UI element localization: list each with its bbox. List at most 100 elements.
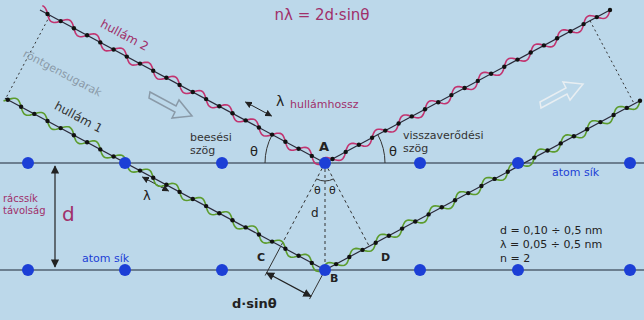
wave-dot [296, 254, 300, 258]
wave-dot [370, 136, 374, 140]
atom [119, 157, 131, 169]
formula-title: nλ = 2d·sinθ [275, 6, 370, 24]
symbol-label: λ [276, 93, 284, 109]
wavelength-label: hullámhossz [290, 99, 358, 112]
wave-dot [426, 212, 430, 216]
normal-line [325, 163, 326, 270]
wave-dot [85, 140, 89, 144]
angle-label: visszaverődési szög [403, 130, 489, 155]
point-label: A [319, 140, 329, 155]
wave-dot [479, 184, 483, 188]
wave-dot [217, 211, 221, 215]
wave-dot [387, 234, 391, 238]
wave-dot [330, 157, 334, 161]
perpendicular-line [325, 163, 369, 246]
wave-dot [347, 255, 351, 259]
wavelength-marker [246, 102, 272, 116]
wave [323, 11, 610, 160]
angle-symbol: θ [329, 185, 336, 198]
wave-dot [466, 191, 470, 195]
wave-dot [542, 43, 546, 47]
extension-line [265, 246, 281, 275]
wave-dot [296, 147, 300, 151]
wave-dot [449, 93, 453, 97]
wave-dot [6, 98, 10, 102]
wave-dot [98, 147, 102, 151]
wave-dot [270, 132, 274, 136]
wave-dot [85, 33, 89, 37]
wave-dot [98, 40, 102, 44]
wave-dot [151, 176, 155, 180]
xray-arrow [540, 82, 583, 108]
wave-dot [502, 65, 506, 69]
wave-dot [572, 134, 576, 138]
wave-dot [581, 22, 585, 26]
wave-dot [515, 57, 519, 61]
plane-label: atom sík [82, 253, 129, 266]
point-label: D [381, 252, 390, 265]
wave-dot [462, 86, 466, 90]
wave-dot [423, 107, 427, 111]
atom [119, 264, 131, 276]
wave-dot [334, 262, 338, 266]
wave-dot [559, 141, 563, 145]
wave-dot [151, 69, 155, 73]
wave-dot [506, 170, 510, 174]
wave-dot [532, 155, 536, 159]
wavefront [590, 21, 634, 104]
atom [216, 157, 228, 169]
wave-dot [476, 79, 480, 83]
wave [4, 98, 325, 271]
ray-name: röntgensugarak [21, 48, 104, 100]
wave-dot [413, 219, 417, 223]
wave-dot [344, 150, 348, 154]
wave-dot [492, 177, 496, 181]
angle-arc [265, 135, 272, 163]
dimension-symbol: d [62, 203, 75, 226]
wave-dot [59, 19, 63, 23]
atom [22, 264, 34, 276]
atom [512, 157, 524, 169]
wave-dot [191, 197, 195, 201]
wave-dot [440, 205, 444, 209]
wave-dot [32, 112, 36, 116]
wave-dot [310, 154, 314, 158]
wave-dot [489, 72, 493, 76]
angle-arc [378, 135, 385, 163]
wave-dot [374, 241, 378, 245]
angle-label: beesési szög [190, 132, 236, 157]
atom [624, 264, 636, 276]
wave-dot [204, 204, 208, 208]
wave-dot [257, 125, 261, 129]
wave-dot [608, 8, 612, 12]
spacing-label: rácssík távolság [3, 193, 51, 216]
wave-dot [59, 126, 63, 130]
wave-dot [436, 100, 440, 104]
point-label: B [330, 273, 338, 286]
wave-dot [177, 190, 181, 194]
wave-dot [529, 50, 533, 54]
atom [624, 157, 636, 169]
wave-dot [164, 76, 168, 80]
wave-dot [396, 121, 400, 125]
atom [512, 264, 524, 276]
atom [216, 264, 228, 276]
wave-dot [410, 114, 414, 118]
ray-line [5, 98, 325, 270]
wave-dot [638, 99, 642, 103]
wave-dot [230, 111, 234, 115]
plane-label: atom sík [552, 167, 599, 180]
angle-arc [317, 179, 334, 181]
wave-dot [310, 261, 314, 265]
wave-dot [72, 26, 76, 30]
wave-dot [383, 128, 387, 132]
atom [22, 157, 34, 169]
wave-dot [72, 133, 76, 137]
wave-dot [138, 61, 142, 65]
wave [324, 102, 640, 268]
value-note: λ = 0,05 ÷ 0,5 nm [500, 239, 602, 252]
value-note: d = 0,10 ÷ 0,5 nm [500, 225, 603, 238]
atom [414, 264, 426, 276]
wave-dot [555, 36, 559, 40]
